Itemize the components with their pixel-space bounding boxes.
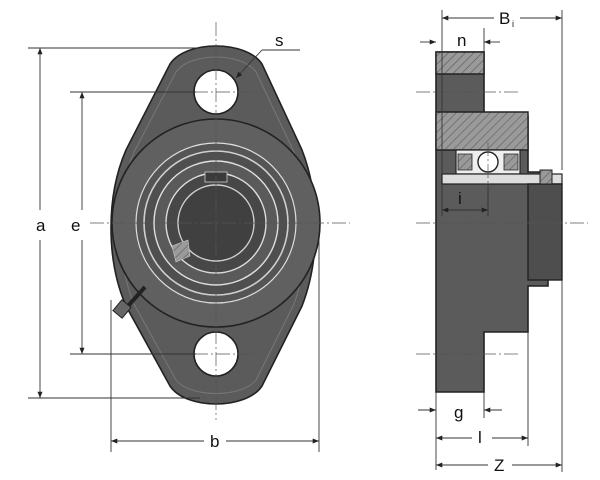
dim-e-label: e	[71, 216, 80, 235]
dim-s-label: s	[275, 31, 284, 50]
side-view	[416, 51, 588, 393]
side-dimensions: B i n i g l Z	[418, 9, 563, 475]
dim-b-label: b	[210, 432, 219, 451]
inner-ring-side	[441, 173, 563, 185]
dim-n-label: n	[457, 31, 466, 50]
dim-B-subscript: i	[512, 19, 514, 29]
dim-g-label: g	[454, 403, 463, 422]
section-housing	[435, 111, 529, 151]
section-top-lug	[435, 51, 485, 75]
seal-right	[503, 153, 519, 171]
grease-nipple	[112, 285, 147, 319]
dim-Z-label: Z	[494, 456, 504, 475]
set-screw-side	[539, 169, 553, 185]
dim-B-label: B	[499, 9, 510, 28]
extended-inner-ring	[527, 183, 563, 281]
dim-l-label: l	[478, 428, 482, 447]
bore-marking	[171, 239, 191, 263]
dim-a-label: a	[36, 216, 46, 235]
front-dimensions: a e b s	[28, 31, 320, 452]
seal-left	[457, 153, 473, 171]
dim-i-label: i	[458, 189, 462, 208]
front-view	[90, 22, 350, 420]
